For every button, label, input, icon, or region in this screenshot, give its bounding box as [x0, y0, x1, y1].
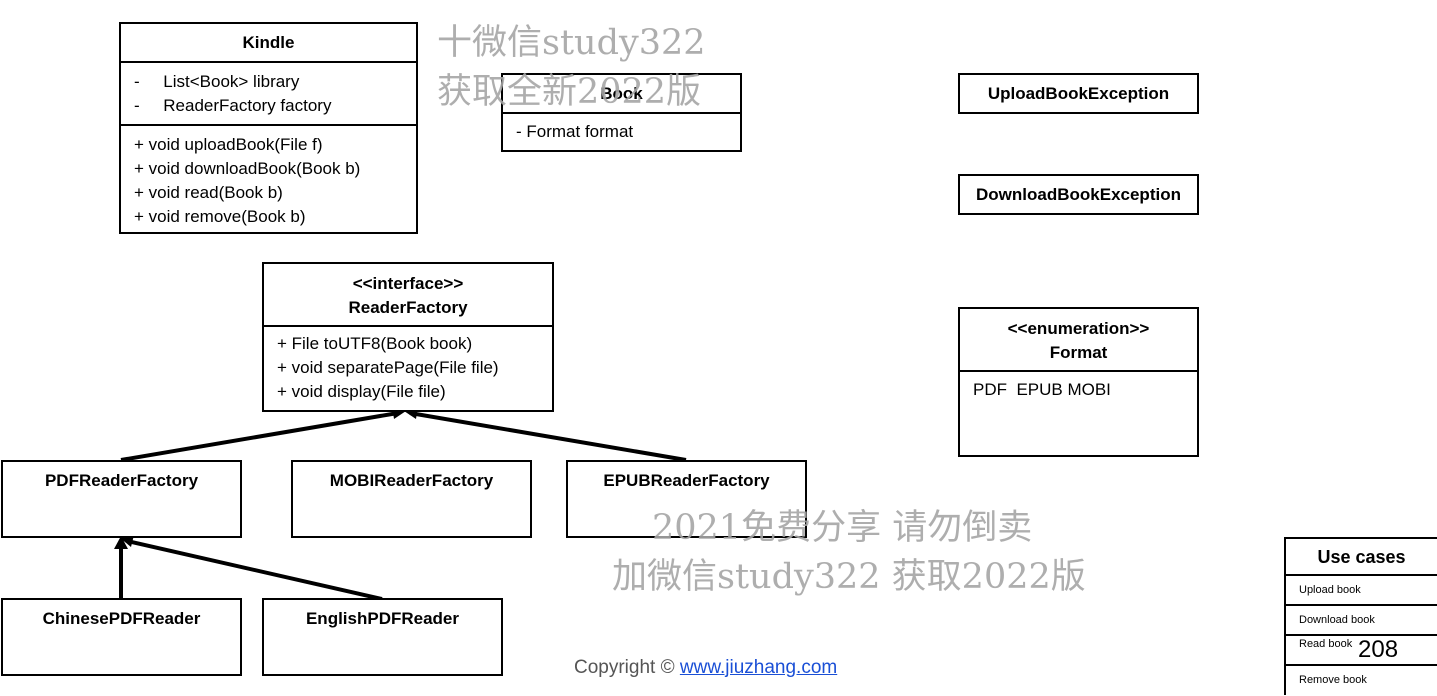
page-number: 208: [1358, 636, 1399, 663]
method-uploadbook: + void uploadBook(File f): [134, 135, 323, 154]
copyright-link[interactable]: www.jiuzhang.com: [679, 657, 838, 678]
class-book-name: Book: [503, 75, 740, 114]
method-separatepage: + void separatePage(File file): [277, 358, 499, 377]
class-format-name: Format: [1049, 343, 1108, 362]
class-book: Book - Format format: [501, 73, 742, 152]
method-toutf8: + File toUTF8(Book book): [277, 334, 473, 353]
use-cases-panel: Use cases Upload book Download book Read…: [1284, 537, 1437, 695]
watermark-top-line1: 十微信study322: [437, 23, 706, 63]
class-pdf-reader-factory-name: PDFReaderFactory: [44, 471, 199, 490]
use-case-read: Read book: [1286, 636, 1437, 666]
class-book-attributes: - Format format: [503, 114, 740, 144]
class-english-pdf-reader-name: EnglishPDFReader: [305, 609, 460, 628]
class-mobi-reader-factory-name: MOBIReaderFactory: [329, 471, 494, 490]
class-reader-factory: <<interface>> ReaderFactory + File toUTF…: [262, 262, 554, 412]
use-cases-title: Use cases: [1286, 539, 1437, 576]
arrow-epub-to-readerfactory: [409, 411, 687, 462]
class-format: <<enumeration>> Format PDF EPUB MOBI: [958, 307, 1199, 457]
copyright-prefix: Copyright ©: [574, 657, 680, 678]
method-read: + void read(Book b): [134, 183, 283, 202]
class-epub-reader-factory: EPUBReaderFactory: [566, 460, 807, 538]
method-remove: + void remove(Book b): [134, 207, 306, 226]
watermark-top-line2: 获取全新2022版: [437, 72, 702, 112]
class-mobi-reader-factory: MOBIReaderFactory: [291, 460, 532, 538]
enumeration-stereotype: <<enumeration>>: [1007, 319, 1150, 338]
class-reader-factory-methods: + File toUTF8(Book book) + void separate…: [264, 327, 552, 404]
class-format-header: <<enumeration>> Format: [960, 309, 1197, 372]
class-english-pdf-reader: EnglishPDFReader: [262, 598, 503, 676]
class-kindle-name: Kindle: [121, 24, 416, 63]
class-format-values: PDF EPUB MOBI: [960, 372, 1197, 402]
class-kindle-methods: + void uploadBook(File f) + void downloa…: [121, 126, 416, 229]
arrowhead-pdf-right: [120, 535, 134, 547]
class-kindle: Kindle - List<Book> library - ReaderFact…: [119, 22, 418, 234]
class-reader-factory-name: ReaderFactory: [348, 298, 468, 317]
class-upload-exception: UploadBookException: [958, 73, 1199, 114]
copyright: Copyright © www.jiuzhang.com: [574, 657, 837, 679]
class-chinese-pdf-reader-name: ChinesePDFReader: [42, 609, 201, 628]
class-epub-reader-factory-name: EPUBReaderFactory: [603, 471, 770, 490]
attribute-library: - List<Book> library: [134, 72, 300, 91]
class-download-exception: DownloadBookException: [958, 174, 1199, 215]
arrow-english-to-pdf: [126, 539, 383, 601]
watermark-mid-line1: 2021免费分享 请勿倒卖: [652, 508, 1033, 548]
class-pdf-reader-factory: PDFReaderFactory: [1, 460, 242, 538]
arrowhead-pdf-top: [114, 536, 128, 549]
arrow-pdf-to-readerfactory: [120, 411, 399, 462]
attribute-format: - Format format: [516, 122, 634, 141]
attribute-factory: - ReaderFactory factory: [134, 96, 332, 115]
class-kindle-attributes: - List<Book> library - ReaderFactory fac…: [121, 63, 416, 126]
format-values: PDF EPUB MOBI: [973, 380, 1111, 399]
use-case-download: Download book: [1286, 606, 1437, 636]
method-downloadbook: + void downloadBook(Book b): [134, 159, 361, 178]
class-chinese-pdf-reader: ChinesePDFReader: [1, 598, 242, 676]
use-case-remove: Remove book: [1299, 674, 1367, 686]
method-display: + void display(File file): [277, 382, 446, 401]
interface-stereotype: <<interface>>: [352, 274, 464, 293]
watermark-mid-line2: 加微信study322 获取2022版: [612, 557, 1086, 597]
use-case-upload: Upload book: [1286, 576, 1437, 606]
class-reader-factory-header: <<interface>> ReaderFactory: [264, 264, 552, 327]
